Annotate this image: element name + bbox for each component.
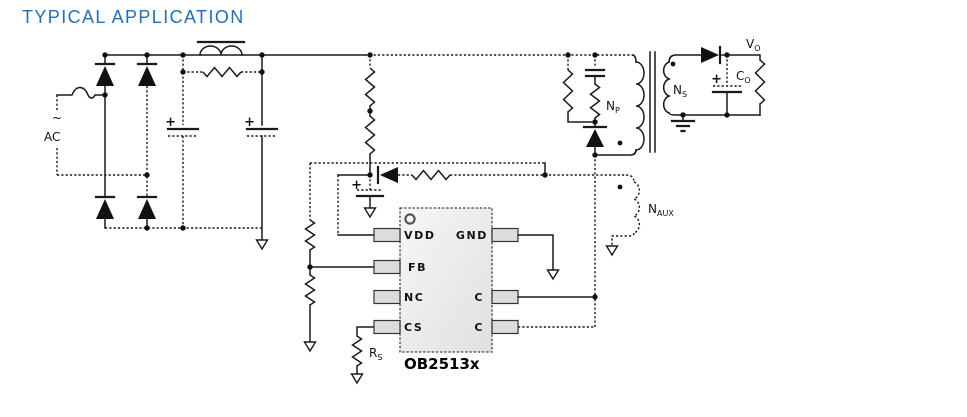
primary-winding [635, 61, 645, 151]
pin-label-c2: C [474, 321, 484, 334]
pin-vdd [373, 227, 401, 243]
load-resistor [754, 59, 766, 105]
cs-sense-resistor: RS [350, 326, 382, 385]
resistor-symbol [364, 115, 376, 155]
pin-nc [373, 289, 401, 305]
bulk-capacitors: + + [165, 54, 279, 251]
resistor-symbol [411, 169, 451, 181]
pin1-marker-icon [404, 213, 416, 225]
np-label: NP [606, 99, 620, 115]
diode-icon [138, 66, 156, 86]
fb-divider [303, 162, 546, 353]
pin-fb [373, 259, 401, 275]
aux-winding: NAUX [605, 174, 674, 257]
pin-label-gnd: GND [456, 229, 488, 242]
transformer: NP NS [594, 51, 761, 156]
resistor-symbol [202, 66, 242, 78]
output-stage: + CO VO [670, 37, 766, 133]
cap-polarity: + [165, 115, 176, 130]
ac-label: AC [44, 130, 60, 144]
startup-resistors [364, 55, 376, 176]
pin-cs [373, 319, 401, 335]
ic-part-number: OB2513x [404, 355, 480, 373]
ic-ob2513x: VDD FB NC CS GND C C OB2513x [373, 207, 596, 373]
ground-icon [303, 341, 317, 353]
fuse-symbol [56, 86, 106, 99]
cap-polarity: + [351, 178, 362, 193]
ground-icon [605, 245, 619, 257]
ground-icon [363, 207, 377, 219]
diode-icon [586, 129, 604, 147]
resistor-symbol [562, 69, 574, 113]
resistor-symbol [304, 274, 316, 306]
pin-c2 [491, 319, 519, 335]
ground-icon [255, 239, 269, 251]
junction-dots [102, 52, 730, 300]
pin-gnd [491, 227, 519, 243]
bridge-rectifier [94, 54, 262, 229]
secondary-winding [662, 61, 672, 114]
rcd-snubber [562, 55, 608, 156]
resistor-symbol [364, 67, 376, 107]
pin-label-vdd: VDD [404, 229, 436, 242]
ground-icon [350, 373, 364, 385]
pin-c1 [491, 289, 519, 305]
pin-label-nc: NC [404, 291, 424, 304]
pin-label-cs: CS [404, 321, 423, 334]
ns-label: NS [673, 83, 687, 99]
cap-polarity: + [244, 115, 255, 130]
pin-label-c1: C [474, 291, 484, 304]
diode-icon [138, 199, 156, 219]
ic-body [399, 207, 493, 353]
vdd-supply: + [337, 165, 626, 236]
diode-icon [96, 66, 114, 86]
phase-dot [670, 61, 676, 67]
cap-polarity: + [711, 72, 722, 87]
phase-dot [617, 184, 623, 190]
earth-ground-icon [670, 119, 696, 133]
co-label: CO [736, 69, 751, 85]
ac-tilde-label: ~ [52, 111, 62, 125]
resistor-symbol [589, 83, 601, 119]
phase-dot [617, 140, 623, 146]
resistor-symbol [351, 335, 363, 367]
rs-label: RS [369, 346, 382, 362]
inductor-symbol [199, 45, 243, 56]
ground-icon [546, 269, 560, 281]
diode-icon [96, 199, 114, 219]
pin-label-fb: FB [408, 261, 427, 274]
vo-label: VO [746, 37, 761, 53]
ac-source: ~ AC [44, 86, 147, 176]
diode-icon [380, 167, 398, 183]
resistor-symbol [304, 219, 316, 251]
emi-filter [183, 40, 262, 78]
page-title: TYPICAL APPLICATION [22, 7, 245, 27]
diode-icon [701, 47, 719, 63]
core [649, 51, 656, 153]
naux-label: NAUX [648, 202, 674, 218]
aux-winding-coil [632, 181, 640, 234]
